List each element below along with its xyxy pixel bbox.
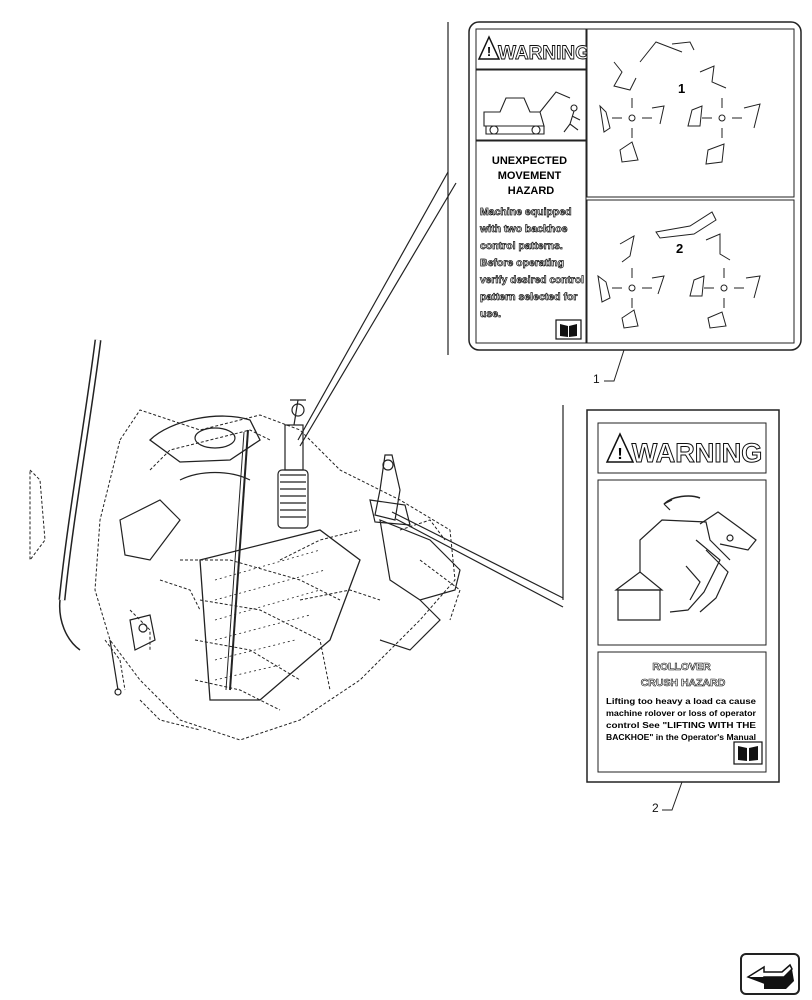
svg-text:!: ! [617, 446, 622, 463]
pattern-1-control-diagram [599, 41, 761, 165]
manual-book-icon [555, 319, 582, 340]
decal-2-hazard-title-2: CRUSH HAZARD [641, 677, 726, 689]
decal-1-hazard-title-2: MOVEMENT [498, 170, 562, 182]
pattern-2-control-diagram [597, 211, 761, 329]
callout-leaders [604, 349, 683, 811]
decal-2-hazard-line-2: machine rolover or loss of operator [606, 708, 757, 718]
pattern-1-label: 1 [678, 81, 685, 96]
decal-2-hazard-title-1: ROLLOVER [652, 661, 711, 673]
decal-1-hazard-title-1: UNEXPECTED [492, 155, 567, 167]
decal-1-hazard-line-7: use. [480, 308, 501, 320]
svg-text:Machine equipped with tw: Machine equipped with two backhoe contro… [479, 206, 587, 320]
decal-2: ! WARNING ROLLOVER CRUSH HAZARD Lifting … [586, 409, 780, 783]
decal-1-hazard-title-3: HAZARD [508, 185, 554, 197]
backhoe-hazard-pictogram [483, 91, 581, 135]
svg-text:!: ! [487, 44, 491, 59]
decal-1-hazard-line-4: Before operating [480, 257, 564, 269]
right-control-lever [369, 454, 411, 526]
decal-1-header: WARNING [498, 43, 590, 64]
next-page-arrow-icon [746, 963, 794, 989]
svg-text:UNEXPECTED MOVEMENT: UNEXPECTED MOVEMENT HAZARD [492, 155, 570, 197]
operator-station-illustration [29, 339, 461, 741]
pattern-2-label: 2 [676, 241, 683, 256]
warning-triangle-icon: ! [605, 432, 635, 463]
callout-1: 1 [593, 372, 600, 386]
decal-1: ! WARNING UNEXPECTED MOVEMENT HAZARD Mac… [468, 21, 802, 351]
leader-lines [297, 22, 564, 608]
decal-1-hazard-line-1: Machine equipped [480, 206, 572, 218]
next-page-button[interactable] [740, 953, 800, 995]
decal-1-hazard-line-6: pattern selected for [480, 291, 577, 303]
decal-2-hazard-line-4: BACKHOE" in the Operator's Manual [606, 732, 756, 742]
warning-triangle-icon: ! [477, 35, 501, 60]
decal-1-hazard-line-5: verify desired control [480, 274, 584, 286]
decal-2-hazard-line-1: Lifting too heavy a load ca cause [606, 696, 756, 706]
decal-2-hazard-line-3: control See "LIFTING WITH THE [606, 720, 756, 730]
svg-text:Lifting too heavy a load ca ca: Lifting too heavy a load ca cause machin… [606, 696, 758, 742]
manual-book-icon [733, 741, 763, 765]
rollover-hazard-pictogram [614, 495, 757, 621]
decal-1-hazard-line-2: with two backhoe [479, 223, 568, 235]
svg-text:ROLLOVER CRUSH HAZARD: ROLLOVER CRUSH HAZARD [641, 661, 726, 689]
decal-2-header: WARNING [632, 438, 763, 468]
decal-1-hazard-line-3: control patterns. [480, 240, 563, 252]
callout-2: 2 [652, 801, 659, 815]
left-control-tower [277, 399, 309, 529]
